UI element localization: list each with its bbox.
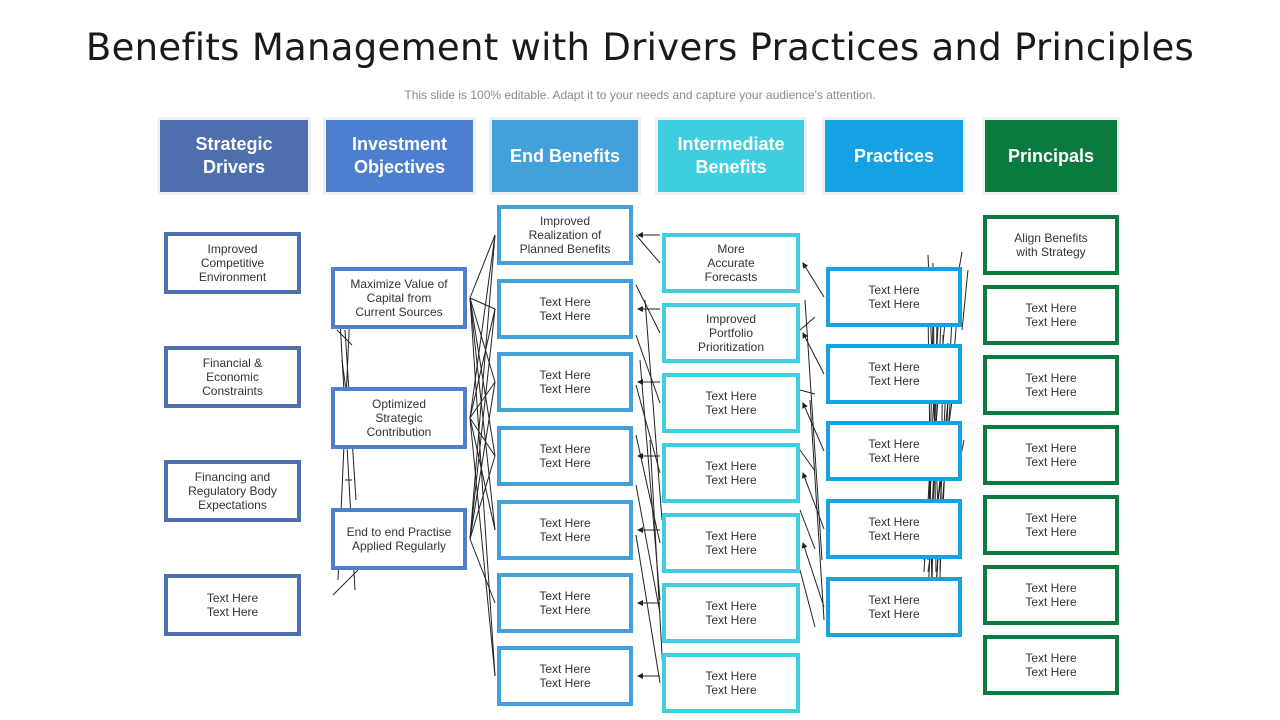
principals-box-7: Text Here Text Here bbox=[983, 635, 1119, 695]
principals-box-2: Text Here Text Here bbox=[983, 285, 1119, 345]
header-principals: Principals bbox=[985, 120, 1117, 192]
strategic-box-3: Financing and Regulatory Body Expectatio… bbox=[164, 460, 301, 522]
end-box-5: Text Here Text Here bbox=[497, 500, 633, 560]
end-box-3: Text Here Text Here bbox=[497, 352, 633, 412]
header-intermediate-benefits: Intermediate Benefits bbox=[658, 120, 804, 192]
intermediate-box-4: Text Here Text Here bbox=[662, 443, 800, 503]
investment-box-2: Optimized Strategic Contribution bbox=[331, 387, 467, 449]
intermediate-box-2: Improved Portfolio Prioritization bbox=[662, 303, 800, 363]
principals-box-6: Text Here Text Here bbox=[983, 565, 1119, 625]
principals-box-3: Text Here Text Here bbox=[983, 355, 1119, 415]
intermediate-box-6: Text Here Text Here bbox=[662, 583, 800, 643]
header-investment-objectives: Investment Objectives bbox=[326, 120, 473, 192]
page-title: Benefits Management with Drivers Practic… bbox=[85, 26, 1195, 69]
intermediate-box-3: Text Here Text Here bbox=[662, 373, 800, 433]
intermediate-box-1: More Accurate Forecasts bbox=[662, 233, 800, 293]
page-subtitle: This slide is 100% editable. Adapt it to… bbox=[404, 88, 876, 102]
header-end-benefits: End Benefits bbox=[492, 120, 638, 192]
end-box-6: Text Here Text Here bbox=[497, 573, 633, 633]
principals-box-4: Text Here Text Here bbox=[983, 425, 1119, 485]
intermediate-box-5: Text Here Text Here bbox=[662, 513, 800, 573]
end-box-2: Text Here Text Here bbox=[497, 279, 633, 339]
end-box-7: Text Here Text Here bbox=[497, 646, 633, 706]
intermediate-box-7: Text Here Text Here bbox=[662, 653, 800, 713]
investment-box-3: End to end Practise Applied Regularly bbox=[331, 508, 467, 570]
principals-box-1: Align Benefits with Strategy bbox=[983, 215, 1119, 275]
end-box-4: Text Here Text Here bbox=[497, 426, 633, 486]
header-practices: Practices bbox=[825, 120, 963, 192]
strategic-box-1: Improved Competitive Environment bbox=[164, 232, 301, 294]
strategic-box-4: Text Here Text Here bbox=[164, 574, 301, 636]
practices-box-1: Text Here Text Here bbox=[826, 267, 962, 327]
investment-box-1: Maximize Value of Capital from Current S… bbox=[331, 267, 467, 329]
end-box-1: Improved Realization of Planned Benefits bbox=[497, 205, 633, 265]
practices-box-4: Text Here Text Here bbox=[826, 499, 962, 559]
practices-box-2: Text Here Text Here bbox=[826, 344, 962, 404]
principals-box-5: Text Here Text Here bbox=[983, 495, 1119, 555]
strategic-box-2: Financial & Economic Constraints bbox=[164, 346, 301, 408]
practices-box-3: Text Here Text Here bbox=[826, 421, 962, 481]
header-strategic-drivers: Strategic Drivers bbox=[160, 120, 308, 192]
practices-box-5: Text Here Text Here bbox=[826, 577, 962, 637]
